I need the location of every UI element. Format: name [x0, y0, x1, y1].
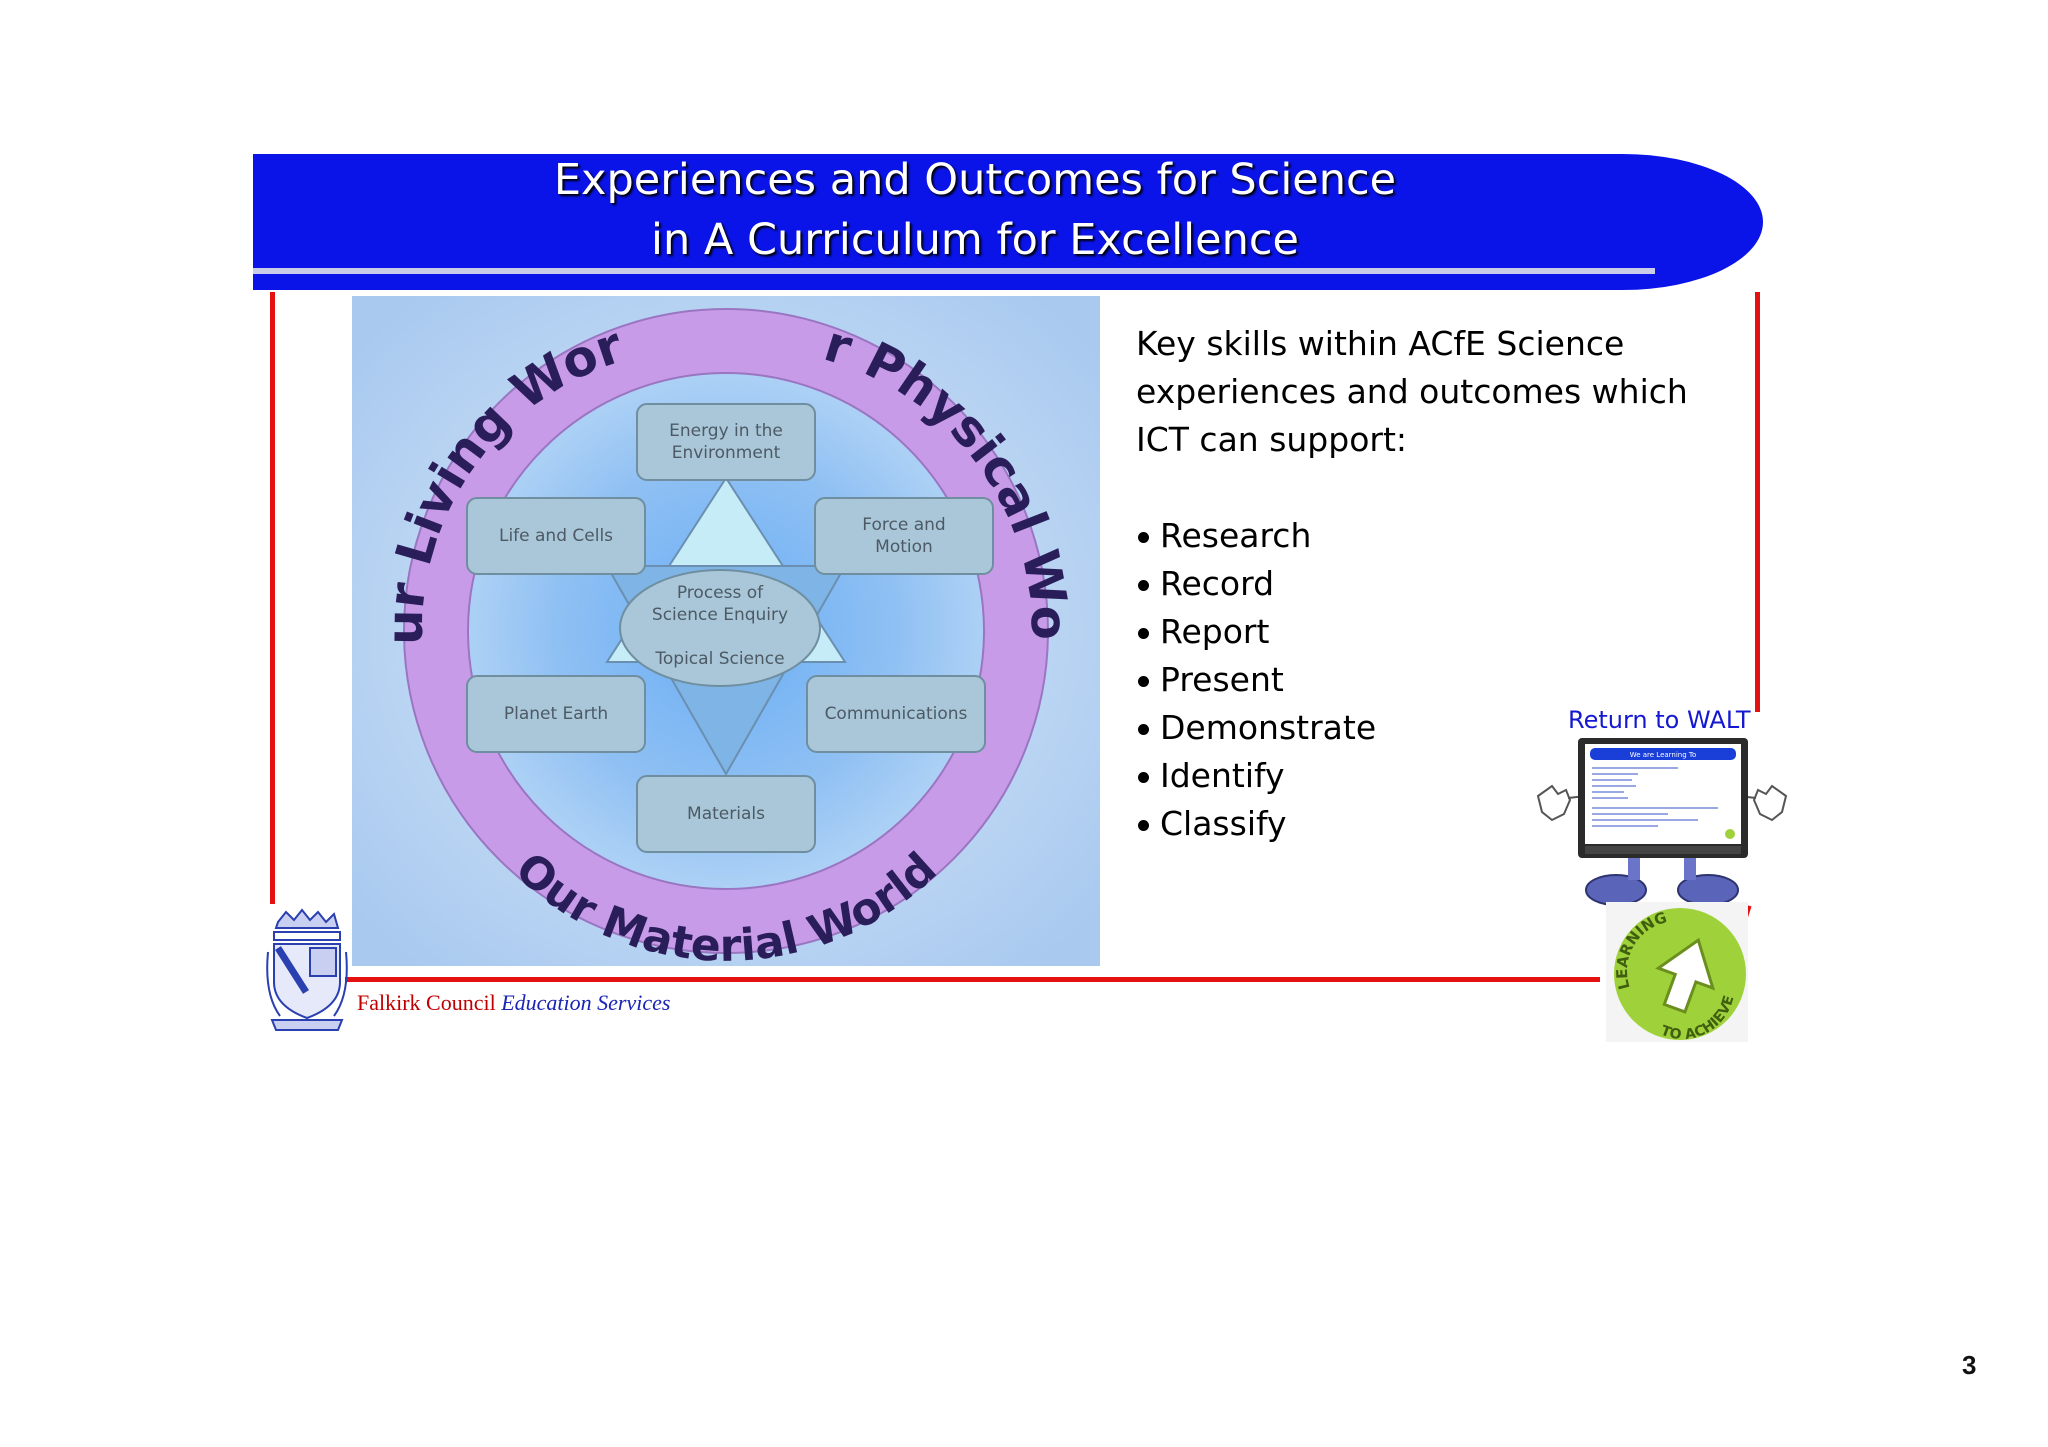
robot-screen	[1585, 744, 1741, 844]
skill-item: Record	[1136, 560, 1696, 608]
svg-text:Energy in the: Energy in the	[669, 421, 783, 441]
slide-title: Experiences and Outcomes for Science in …	[430, 150, 1520, 270]
box-communications: Communications	[806, 675, 986, 753]
svg-text:Process of: Process of	[677, 583, 764, 603]
skill-item: Identify	[1136, 752, 1696, 800]
science-curriculum-diagram: Our Living World Our Physical World Our …	[352, 296, 1100, 966]
page-number: 3	[1962, 1350, 1977, 1380]
banner-underline	[253, 268, 1655, 274]
frame-right-border	[1755, 292, 1760, 712]
svg-text:Environment: Environment	[672, 443, 781, 463]
box-force-motion: Force and Motion	[814, 497, 994, 575]
falkirk-council-crest-icon	[266, 908, 348, 1031]
box-materials: Materials	[636, 775, 816, 853]
slide-title-line2: in A Curriculum for Excellence	[651, 215, 1299, 265]
robot-right-hand-icon	[1737, 784, 1788, 822]
robot-screen-heading: We are Learning To	[1630, 751, 1697, 759]
walt-robot-button[interactable]: We are Learning To	[1528, 736, 1796, 908]
skill-item: Demonstrate	[1136, 704, 1696, 752]
robot-left-hand-icon	[1536, 784, 1587, 822]
svg-text:Materials: Materials	[687, 804, 765, 824]
box-planet-earth: Planet Earth	[466, 675, 646, 753]
svg-text:Motion: Motion	[875, 537, 933, 557]
skill-item: Report	[1136, 608, 1696, 656]
skills-list: Research Record Report Present Demonstra…	[1136, 512, 1696, 848]
box-energy: Energy in the Environment	[636, 403, 816, 481]
centre-ellipse: Process of Science Enquiry Topical Scien…	[619, 569, 821, 687]
title-banner	[253, 154, 1763, 290]
intro-line: Key skills within ACfE Science	[1136, 324, 1625, 363]
skill-item: Research	[1136, 512, 1696, 560]
intro-line: experiences and outcomes which	[1136, 372, 1688, 411]
slide-title-line1: Experiences and Outcomes for Science	[553, 155, 1397, 205]
frame-bottom-border	[345, 977, 1600, 982]
footer-council-text: Falkirk Council Education Services	[357, 990, 670, 1016]
svg-text:Planet Earth: Planet Earth	[504, 704, 608, 724]
key-skills-panel: Key skills within ACfE Science experienc…	[1136, 320, 1696, 848]
svg-text:Science Enquiry: Science Enquiry	[652, 605, 788, 625]
svg-text:Life and Cells: Life and Cells	[499, 526, 613, 546]
council-name: Falkirk Council	[357, 990, 496, 1015]
up-arrow-icon	[1655, 937, 1716, 1014]
frame-left-border	[270, 292, 275, 904]
box-life-cells: Life and Cells	[466, 497, 646, 575]
svg-text:Topical Science: Topical Science	[654, 649, 784, 669]
skill-item: Classify	[1136, 800, 1696, 848]
learning-to-achieve-badge: LEARNING TO ACHIEVE	[1606, 902, 1748, 1042]
return-to-walt-link[interactable]: Return to WALT	[1568, 706, 1751, 734]
svg-text:Communications: Communications	[825, 704, 968, 724]
education-services: Education Services	[501, 990, 671, 1015]
intro-line: ICT can support:	[1136, 420, 1408, 459]
skill-item: Present	[1136, 656, 1696, 704]
key-skills-intro: Key skills within ACfE Science experienc…	[1136, 320, 1696, 464]
svg-text:Force and: Force and	[862, 515, 945, 535]
